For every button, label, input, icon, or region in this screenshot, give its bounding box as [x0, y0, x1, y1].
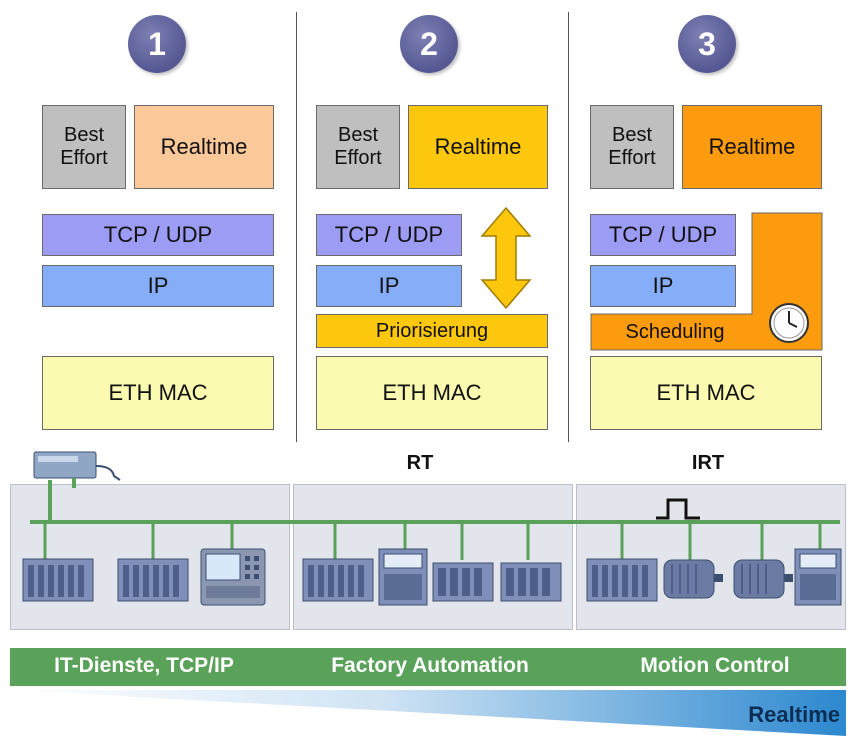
plc-rack-icon	[117, 558, 189, 602]
ip-box: IP	[42, 265, 274, 307]
drive-icon	[794, 548, 842, 606]
eth-mac-box: ETH MAC	[316, 356, 548, 430]
best-effort-box: Best Effort	[590, 105, 674, 189]
network-bus	[30, 480, 840, 560]
network-panel-factory	[293, 484, 573, 630]
rt-label: RT	[406, 452, 434, 474]
motor-icon	[663, 559, 723, 599]
tcp-udp-box: TCP / UDP	[42, 214, 274, 256]
application-bar	[10, 648, 846, 686]
best-effort-box: Best Effort	[42, 105, 126, 189]
bar-segment-it: IT-Dienste, TCP/IP	[54, 654, 234, 677]
column-divider	[568, 12, 569, 442]
double-arrow-icon	[480, 206, 532, 310]
scheduling-label: Scheduling	[625, 320, 725, 343]
clock-icon	[769, 303, 809, 343]
ip-box: IP	[316, 265, 462, 307]
plc-rack-icon	[586, 558, 658, 602]
realtime-box: Realtime	[682, 105, 822, 189]
best-effort-box: Best Effort	[316, 105, 400, 189]
realtime-wedge	[10, 690, 846, 736]
hmi-panel-icon	[200, 548, 266, 606]
motor-icon	[733, 559, 793, 599]
scheduling-l-shape	[590, 212, 823, 351]
pc-icon	[33, 451, 121, 488]
pulse-icon	[656, 498, 700, 520]
tcp-udp-box: TCP / UDP	[590, 214, 736, 256]
priorisierung-box: Priorisierung	[316, 314, 548, 348]
realtime-label: Realtime	[748, 702, 840, 727]
column-number: 3	[678, 15, 736, 73]
plc-rack-icon	[22, 558, 94, 602]
column-number: 1	[128, 15, 186, 73]
ip-box: IP	[590, 265, 736, 307]
plc-rack-icon	[302, 558, 374, 602]
eth-mac-box: ETH MAC	[42, 356, 274, 430]
realtime-box: Realtime	[134, 105, 274, 189]
io-module-icon	[432, 562, 494, 602]
eth-mac-box: ETH MAC	[590, 356, 822, 430]
bar-segment-motion: Motion Control	[640, 654, 790, 677]
realtime-box: Realtime	[408, 105, 548, 189]
column-divider	[296, 12, 297, 442]
irt-label: IRT	[691, 452, 725, 474]
drive-icon	[378, 548, 428, 606]
tcp-udp-box: TCP / UDP	[316, 214, 462, 256]
io-module-icon	[500, 562, 562, 602]
column-number: 2	[400, 15, 458, 73]
bar-segment-factory: Factory Automation	[331, 654, 529, 677]
